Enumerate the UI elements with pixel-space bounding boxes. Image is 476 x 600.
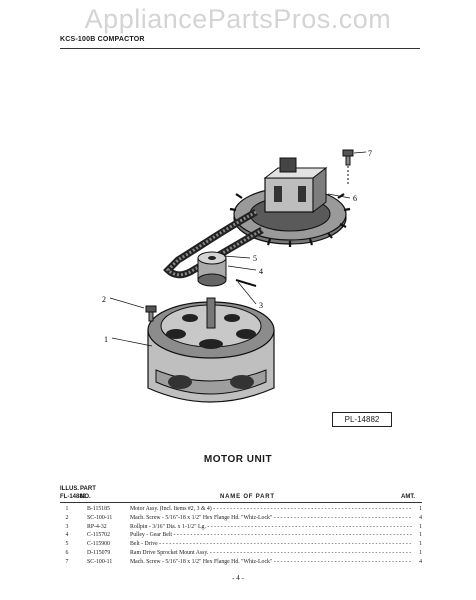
table-row: 2 SC-100-11 Mach. Screw - 5/16"-18 x 1/2… [60,514,422,523]
table-row: 3 RP-4-32 Rollpin - 3/16" Dia. x 1-1/2" … [60,523,422,532]
header-name: NAME OF PART [220,494,275,500]
motor-unit-diagram: 1 2 3 4 5 6 7 [102,149,372,403]
part-amount: 1 [419,532,422,539]
part-name: Pulley - Gear Belt [130,531,412,540]
table-row: 5 C-115900 Belt - Drive 1 [60,540,422,549]
part-name: Rollpin - 3/16" Dia. x 1-1/2" Lg. [130,523,412,532]
part-name: Mach. Screw - 5/16"-18 x 1/2" Hex Flange… [130,558,412,567]
callout-7: 7 [368,149,372,158]
table-row: 4 C-115702 Pulley - Gear Belt 1 [60,531,422,540]
screw-illustration-2 [145,305,157,322]
illus-number: 2 [65,514,69,521]
callout-1: 1 [104,335,108,344]
part-number: C-115900 [87,541,110,548]
callout-4: 4 [259,267,263,276]
plate-label: PL-14882 [332,412,392,427]
header-part-label: PART [80,486,96,492]
callout-5: 5 [253,254,257,263]
part-amount: 1 [419,549,422,556]
header-rule [60,48,420,49]
part-amount: 4 [419,514,422,521]
part-number: B-115185 [87,506,110,512]
header-illus-ref: FL-14882 [60,494,87,500]
illus-number: 6 [65,549,69,556]
part-name: Belt - Drive [130,540,412,549]
callout-6: 6 [353,194,357,203]
illus-number: 1 [65,506,69,512]
header-illus-label: ILLUS. [60,486,79,492]
sprocket-mount-illustration [229,157,351,247]
motor-illustration [147,297,275,403]
illus-number: 7 [65,558,69,565]
illus-number: 3 [65,523,69,530]
drive-belt-illustration [163,208,264,279]
table-row: 6 D-115079 Ram Drive Sprocket Mount Assy… [60,549,422,558]
part-amount: 1 [419,523,422,530]
callout-2: 2 [102,295,106,304]
part-number: C-115702 [87,532,110,539]
part-amount: 1 [419,506,422,512]
part-number: RP-4-32 [87,523,107,530]
part-amount: 4 [419,558,422,565]
screw-illustration-7 [342,149,354,186]
parts-table: 1 B-115185 Motor Assy. (Incl. Items #2, … [60,505,422,567]
header-illus: ILLUS. FL-14882 [60,485,86,501]
pulley-illustration [197,251,227,287]
part-name: Motor Assy. (Incl. Items #2, 3 & 4) [130,505,412,514]
page-number: - 4 - [232,574,244,582]
table-row: 1 B-115185 Motor Assy. (Incl. Items #2, … [60,505,422,514]
section-title: MOTOR UNIT [203,454,273,465]
part-number: SC-100-11 [87,558,113,565]
illus-number: 4 [65,532,69,539]
table-rule [60,502,422,503]
header-part: PART NO. [80,485,96,501]
header-amt: AMT. [401,494,415,500]
watermark: AppliancePartsPros.com [84,4,392,34]
part-name: Ram Drive Sprocket Mount Assy. [130,549,412,558]
model-header: KCS-100B COMPACTOR [60,36,145,43]
header-part-no: NO. [80,494,91,500]
rollpin-illustration [235,279,257,287]
part-name: Mach. Screw - 5/16"-18 x 1/2" Hex Flange… [130,514,412,523]
illus-number: 5 [65,541,69,548]
part-amount: 1 [419,541,422,548]
callout-3: 3 [259,301,263,310]
part-number: SC-100-11 [87,514,113,521]
table-row: 7 SC-100-11 Mach. Screw - 5/16"-18 x 1/2… [60,558,422,567]
part-number: D-115079 [87,549,111,556]
